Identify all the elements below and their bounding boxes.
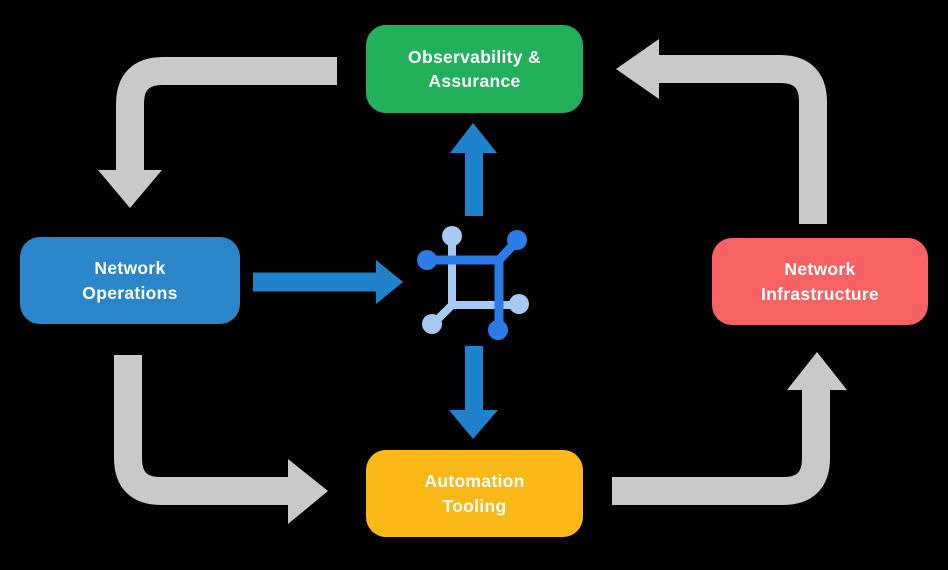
arrow-head [450,123,497,153]
arrow-head [787,352,847,390]
icon-node-dot [509,294,529,314]
node-label: Automation Tooling [424,471,525,516]
arrow-shaft [612,389,830,505]
arrow-head [616,39,659,99]
node-label: Network Infrastructure [761,259,879,304]
node-automation-tooling: Automation Tooling [366,450,583,537]
node-network-infrastructure: Network Infrastructure [712,238,928,325]
arrow-head [376,260,403,304]
arrow-automation-to-infrastructure [612,352,847,505]
arrow-operations-to-center [253,260,403,304]
node-network-operations: Network Operations [20,237,240,324]
arrow-shaft [659,55,827,224]
arrow-shaft [116,57,337,172]
icon-line-left-and-diagonal [430,232,456,327]
arrow-head [98,170,162,208]
icon-node-dot [417,250,437,270]
arrow-center-to-automation [449,346,498,439]
arrow-operations-to-automation [114,355,328,524]
icon-node-dot [442,226,462,246]
arrow-head [288,459,328,524]
icon-node-dot [488,320,508,340]
node-label: Observability & Assurance [408,46,541,91]
arrow-shaft [114,355,288,505]
arrow-head [449,410,498,439]
network-mesh-icon-dark-part [417,230,527,340]
network-mesh-icon [417,226,529,340]
icon-node-dot [422,314,442,334]
node-observability-assurance: Observability & Assurance [366,25,583,113]
arrow-infrastructure-to-observability [616,39,827,224]
node-label: Network Operations [82,258,178,303]
arrow-center-to-observability [450,123,497,216]
icon-node-dot [507,230,527,250]
arrow-observability-to-operations [98,57,337,208]
